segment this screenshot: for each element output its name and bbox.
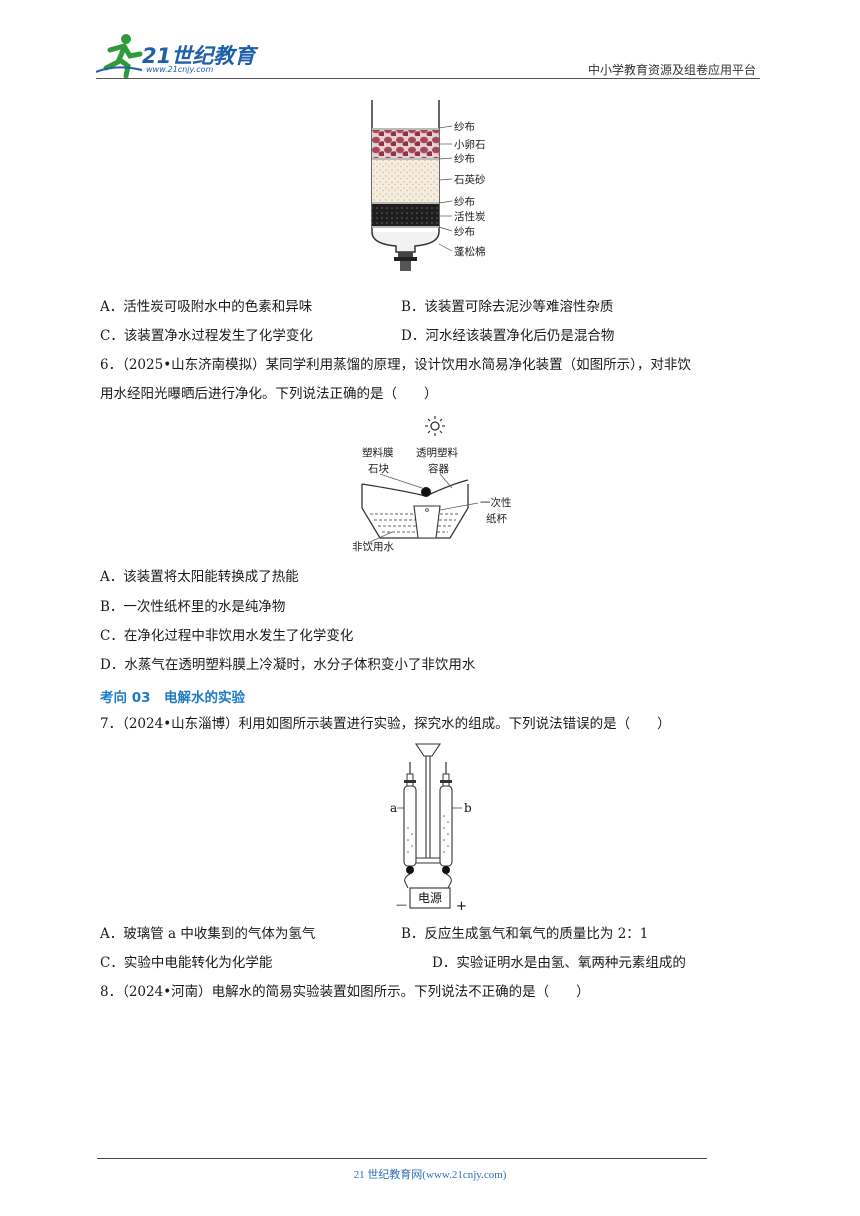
- q5-option-c: C．该装置净水过程发生了化学变化: [100, 328, 313, 344]
- q7-option-b: B．反应生成氢气和氧气的质量比为 2：1: [401, 926, 649, 942]
- q8-stem: 8．（2024•河南）电解水的简易实验装置如图所示。下列说法不正确的是（ ）: [100, 984, 590, 1000]
- q6-option-b: B．一次性纸杯里的水是纯净物: [100, 599, 286, 615]
- q6-option-c: C．在净化过程中非饮用水发生了化学变化: [100, 628, 354, 644]
- water-filter-figure: 纱布 小卵石 纱布 石英砂 纱布 活性炭 纱布 蓬松棉: [371, 100, 486, 271]
- q7-option-d: D．实验证明水是由氢、氧两种元素组成的: [432, 955, 686, 971]
- label-pebbles: 小卵石: [454, 139, 486, 151]
- label-gauze-2: 纱布: [454, 153, 475, 165]
- label-gauze-4: 纱布: [454, 226, 475, 238]
- logo: 21世纪教育 www.21cnjy.com: [96, 30, 266, 80]
- label-quartz-sand: 石英砂: [454, 173, 486, 186]
- q6-stem-line1: 6．（2025•山东济南模拟）某同学利用蒸馏的原理，设计饮用水简易净化装置（如图…: [100, 357, 691, 373]
- q5-option-a: A．活性炭可吸附水中的色素和异味: [100, 299, 313, 315]
- electrolysis-figure: 电源 — + a b: [390, 743, 472, 914]
- label-gauze-3: 纱布: [454, 196, 475, 208]
- label-non-drinking-water: 非饮用水: [352, 540, 394, 553]
- label-activated-carbon: 活性炭: [454, 210, 486, 223]
- label-tube-b: b: [464, 801, 472, 815]
- label-power-source: 电源: [418, 891, 442, 905]
- label-plastic-film: 塑料膜: [362, 446, 394, 459]
- distillation-figure: 塑料膜 透明塑料 石块 容器 一次性 纸杯 非饮用水: [352, 416, 512, 553]
- label-plus: +: [456, 899, 467, 914]
- footer-divider: [97, 1158, 707, 1159]
- q6-option-d: D．水蒸气在透明塑料膜上冷凝时，水分子体积变小了非饮用水: [100, 657, 476, 673]
- q6-option-a: A．该装置将太阳能转换成了热能: [100, 569, 299, 585]
- platform-name: 中小学教育资源及组卷应用平台: [587, 63, 756, 77]
- q7-option-c: C．实验中电能转化为化学能: [100, 955, 273, 971]
- q5-option-d: D．河水经该装置净化后仍是混合物: [401, 328, 615, 344]
- q6-stem-line2: 用水经阳光曝晒后进行净化。下列说法正确的是（ ）: [100, 386, 438, 402]
- header-divider: [96, 78, 760, 79]
- runner-logo-icon: [96, 34, 143, 78]
- logo-url: www.21cnjy.com: [146, 65, 214, 74]
- q7-stem: 7．（2024•山东淄博）利用如图所示装置进行实验，探究水的组成。下列说法错误的…: [100, 716, 671, 732]
- q7-option-a: A．玻璃管 a 中收集到的气体为氢气: [100, 926, 316, 942]
- sun-icon: [425, 416, 445, 436]
- label-cotton: 蓬松棉: [454, 245, 486, 258]
- label-container-2: 容器: [428, 462, 449, 475]
- label-cup-1: 一次性: [480, 496, 512, 509]
- logo-text: 21世纪教育: [142, 44, 256, 68]
- label-stone: 石块: [368, 463, 389, 475]
- label-cup-2: 纸杯: [486, 512, 507, 525]
- label-tube-a: a: [390, 801, 397, 815]
- page-header: 21世纪教育 www.21cnjy.com 中小学教育资源及组卷应用平台: [96, 30, 760, 80]
- footer-text: 21 世纪教育网(www.21cnjy.com): [353, 1169, 507, 1181]
- q5-option-b: B．该装置可除去泥沙等难溶性杂质: [401, 299, 614, 315]
- label-minus: —: [396, 898, 407, 911]
- section-heading-03: 考向 03 电解水的实验: [100, 690, 245, 706]
- label-gauze-1: 纱布: [454, 121, 475, 133]
- label-container-1: 透明塑料: [416, 446, 458, 459]
